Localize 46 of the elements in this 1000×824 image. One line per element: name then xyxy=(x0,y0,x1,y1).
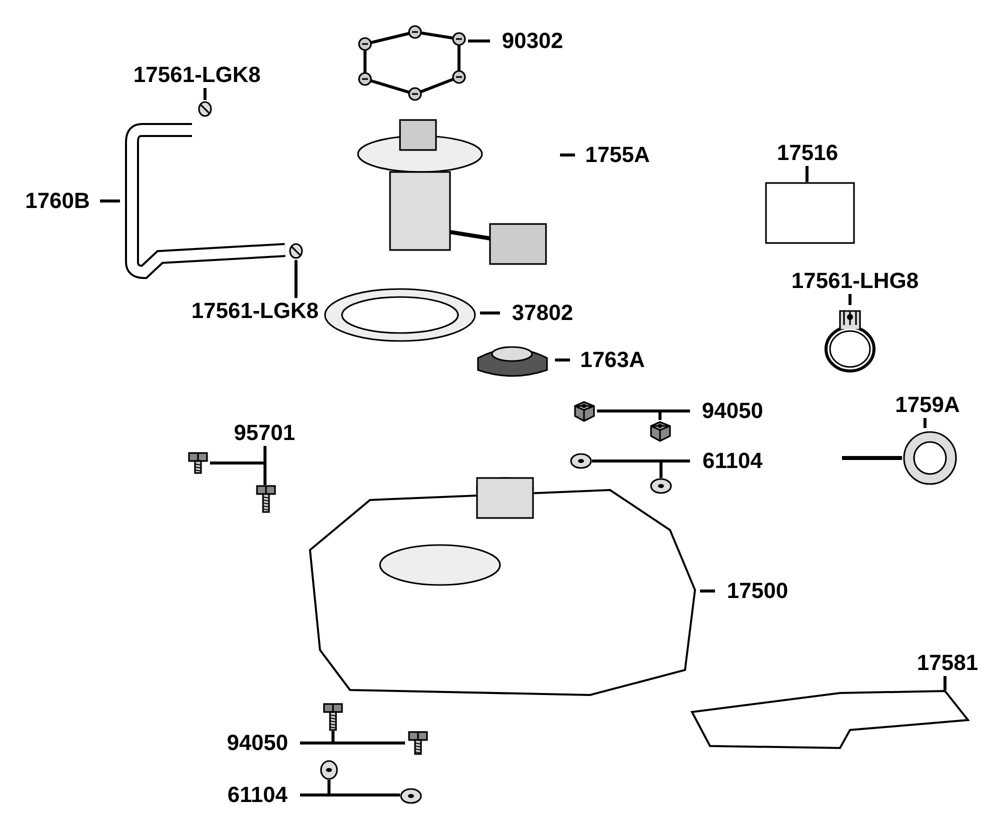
washer-icon xyxy=(320,760,338,780)
part-number: 61104 xyxy=(690,448,775,474)
fuel-gauge-drawing xyxy=(840,428,960,488)
bolt-icon xyxy=(186,452,210,474)
leader-line xyxy=(944,676,946,690)
nut-icon xyxy=(572,400,597,422)
part-number: 94050 xyxy=(690,398,775,424)
leader-line xyxy=(294,260,298,298)
part-number: 95701 xyxy=(222,420,307,446)
pad-drawing xyxy=(690,690,970,750)
part-number: 61104 xyxy=(215,782,300,808)
bolt-icon xyxy=(405,731,431,755)
leader-line xyxy=(480,312,500,314)
washer-icon xyxy=(650,478,672,494)
leader-line xyxy=(204,88,206,100)
leader-line xyxy=(658,410,690,420)
part-number: 1763A xyxy=(570,347,655,373)
leader-line xyxy=(700,590,715,592)
washer-icon xyxy=(570,453,592,469)
part-number: 17516 xyxy=(765,140,850,166)
part-number: 17561-LGK8 xyxy=(122,62,272,88)
bolt-icon xyxy=(322,703,344,731)
part-number: 1759A xyxy=(885,392,970,418)
part-number: 37802 xyxy=(500,300,585,326)
leader-line xyxy=(468,40,490,42)
part-number: 17581 xyxy=(905,650,990,676)
leader-line xyxy=(555,358,570,362)
part-number: 94050 xyxy=(215,730,300,756)
hose-clip-drawing xyxy=(196,100,214,118)
part-number: 17561-LGK8 xyxy=(180,298,330,324)
nut-icon xyxy=(648,420,673,444)
leader-line xyxy=(660,460,690,478)
part-number: 90302 xyxy=(490,28,575,54)
hose-clip-drawing xyxy=(287,242,305,260)
part-number: 17500 xyxy=(715,578,800,604)
leader-line xyxy=(100,200,120,202)
label-sticker xyxy=(765,182,855,244)
leader-line xyxy=(560,154,575,156)
part-number: 17561-LHG8 xyxy=(770,268,940,294)
washer-icon xyxy=(400,788,422,804)
leader-line xyxy=(806,166,808,182)
leader-line xyxy=(848,294,852,305)
part-number: 1755A xyxy=(575,142,660,168)
bolt-icon xyxy=(255,485,277,513)
leader-line xyxy=(924,418,926,428)
part-number: 1760B xyxy=(15,188,100,214)
